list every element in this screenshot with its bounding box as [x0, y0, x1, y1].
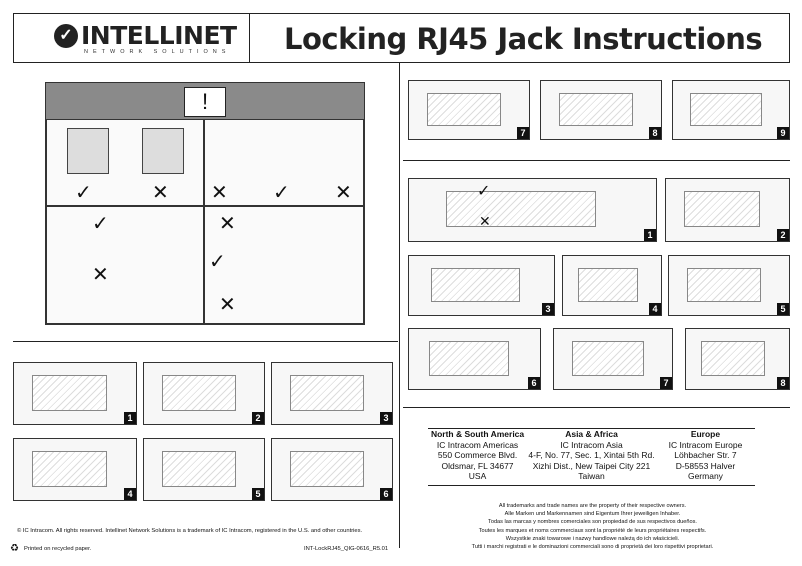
intellinet-logo: ✓ INTELLINET NETWORK SOLUTIONS [54, 21, 237, 56]
address-line: Germany [687, 471, 723, 481]
region-name: Asia & Africa [565, 429, 618, 439]
checkmark-icon: ✓ [477, 183, 491, 200]
warning-insert-cell: ✓ ✕ [46, 206, 204, 324]
step-number: 6 [528, 377, 540, 389]
warning-panel: ! ✓ ✕ ✕ ✓ ✕ ✓ ✕ ✕ ✓ ✕ [45, 82, 365, 325]
step-number: 7 [660, 377, 672, 389]
address-line: IC Intracom Americas [436, 439, 519, 450]
right-step-panel: 9 [672, 80, 790, 140]
x-mark-icon: ✕ [219, 213, 236, 235]
right-step-panel: 7 [553, 328, 673, 390]
x-mark-icon: ✕ [479, 213, 491, 229]
right-step-panel: 2 [665, 178, 790, 242]
step-number: 1 [124, 412, 136, 424]
trademark-line: Todas las marcas y nombres comerciales s… [488, 519, 697, 526]
brand-subtitle: NETWORK SOLUTIONS [84, 49, 231, 55]
address-line: Oldsmar, FL 34677 [441, 460, 514, 471]
x-mark-icon: ✕ [219, 294, 236, 316]
step-number: 8 [649, 127, 661, 139]
trademark-notice: All trademarks and trade names are the p… [420, 502, 765, 551]
trademark-line: All trademarks and trade names are the p… [498, 503, 687, 509]
checkmark-icon: ✓ [273, 182, 290, 204]
step-number: 2 [252, 412, 264, 424]
checkmark-icon: ✓ [92, 213, 109, 235]
step-number: 4 [649, 303, 661, 315]
address-line: 550 Commerce Blvd. [437, 450, 518, 460]
step-number: 9 [777, 127, 789, 139]
address-line: D-58553 Halver [675, 460, 736, 471]
trademark-line: Tutti i marchi registrati e le dominazio… [471, 544, 714, 551]
warning-orientation-cell: ✓ ✕ [46, 119, 204, 206]
left-step-panel: 1 [13, 362, 137, 425]
recycle-icon: ♻ [10, 543, 19, 554]
right-step-panel: 7 [408, 80, 530, 140]
right-step-panel: 5 [668, 255, 790, 316]
address-line: 4-F, No. 77, Sec. 1, Xintai 5th Rd. [528, 450, 655, 460]
check-circle-logo-icon: ✓ [54, 24, 78, 48]
x-mark-icon: ✕ [92, 264, 109, 286]
left-step-panel: 4 [13, 438, 137, 501]
step-number: 4 [124, 488, 136, 500]
address-line: Taiwan [578, 471, 605, 481]
right-step-panel: 8 [540, 80, 662, 140]
right-step-panel: 4 [562, 255, 662, 316]
page-title: Locking RJ45 Jack Instructions [284, 22, 763, 56]
address-line: Löhbacher Str. 7 [674, 450, 737, 460]
left-step-panel: 2 [143, 362, 265, 425]
contact-asia: Asia & Africa IC Intracom Asia 4-F, No. … [527, 429, 656, 485]
address-line: IC Intracom Asia [560, 439, 623, 450]
left-step-panel: 5 [143, 438, 265, 501]
x-mark-icon: ✕ [152, 182, 169, 204]
step-number: 8 [777, 377, 789, 389]
contact-americas: North & South America IC Intracom Americ… [428, 429, 527, 485]
checkmark-icon: ✓ [75, 182, 92, 204]
trademark-line: Toutes les marques et noms commerciaux s… [478, 527, 707, 534]
left-step-panel: 3 [271, 362, 393, 425]
region-name: North & South America [430, 429, 525, 439]
address-line: USA [468, 471, 487, 481]
address-line: Xizhi Dist., New Taipei City 221 [532, 460, 651, 471]
step-number: 2 [777, 229, 789, 241]
right-step-panel: 6 [408, 328, 541, 390]
right-step-panel: 8 [685, 328, 790, 390]
trademark-line: Alle Marken und Markennamen sind Eigentu… [504, 511, 681, 518]
right-step-panel: ✓ ✕ 1 [408, 178, 657, 242]
column-divider [399, 63, 400, 548]
brand-name: INTELLINET [81, 21, 237, 50]
checkmark-icon: ✓ [209, 251, 226, 273]
document-code: INT-LockRJ45_QIG-0616_R5.01 [304, 546, 389, 552]
step-number: 6 [380, 488, 392, 500]
step-number: 3 [542, 303, 554, 315]
separator [403, 160, 790, 161]
step-number: 7 [517, 127, 529, 139]
step-number: 3 [380, 412, 392, 424]
address-line: IC Intracom Europe [668, 439, 743, 450]
separator [13, 341, 398, 342]
warning-bend-cell: ✕ ✓ ✕ [204, 119, 364, 206]
trademark-line: Wszystkie znaki towarowe i nazwy handlow… [505, 535, 680, 542]
contacts-table: North & South America IC Intracom Americ… [428, 428, 755, 486]
copyright-text: © IC Intracom. All rights reserved. Inte… [17, 528, 363, 534]
header: ✓ INTELLINET NETWORK SOLUTIONS Locking R… [13, 13, 790, 63]
x-mark-icon: ✕ [211, 182, 228, 204]
recycled-paper-text: Printed on recycled paper. [24, 546, 92, 552]
separator [403, 407, 790, 408]
region-name: Europe [690, 429, 721, 439]
right-step-panel: 3 [408, 255, 555, 316]
warning-triangle-icon: ! [184, 87, 226, 117]
contact-europe: Europe IC Intracom Europe Löhbacher Str.… [656, 429, 755, 485]
x-mark-icon: ✕ [335, 182, 352, 204]
step-number: 5 [252, 488, 264, 500]
warning-wire-cell: ✕ ✓ ✕ [204, 206, 364, 324]
step-number: 5 [777, 303, 789, 315]
step-number: 1 [644, 229, 656, 241]
left-step-panel: 6 [271, 438, 393, 501]
